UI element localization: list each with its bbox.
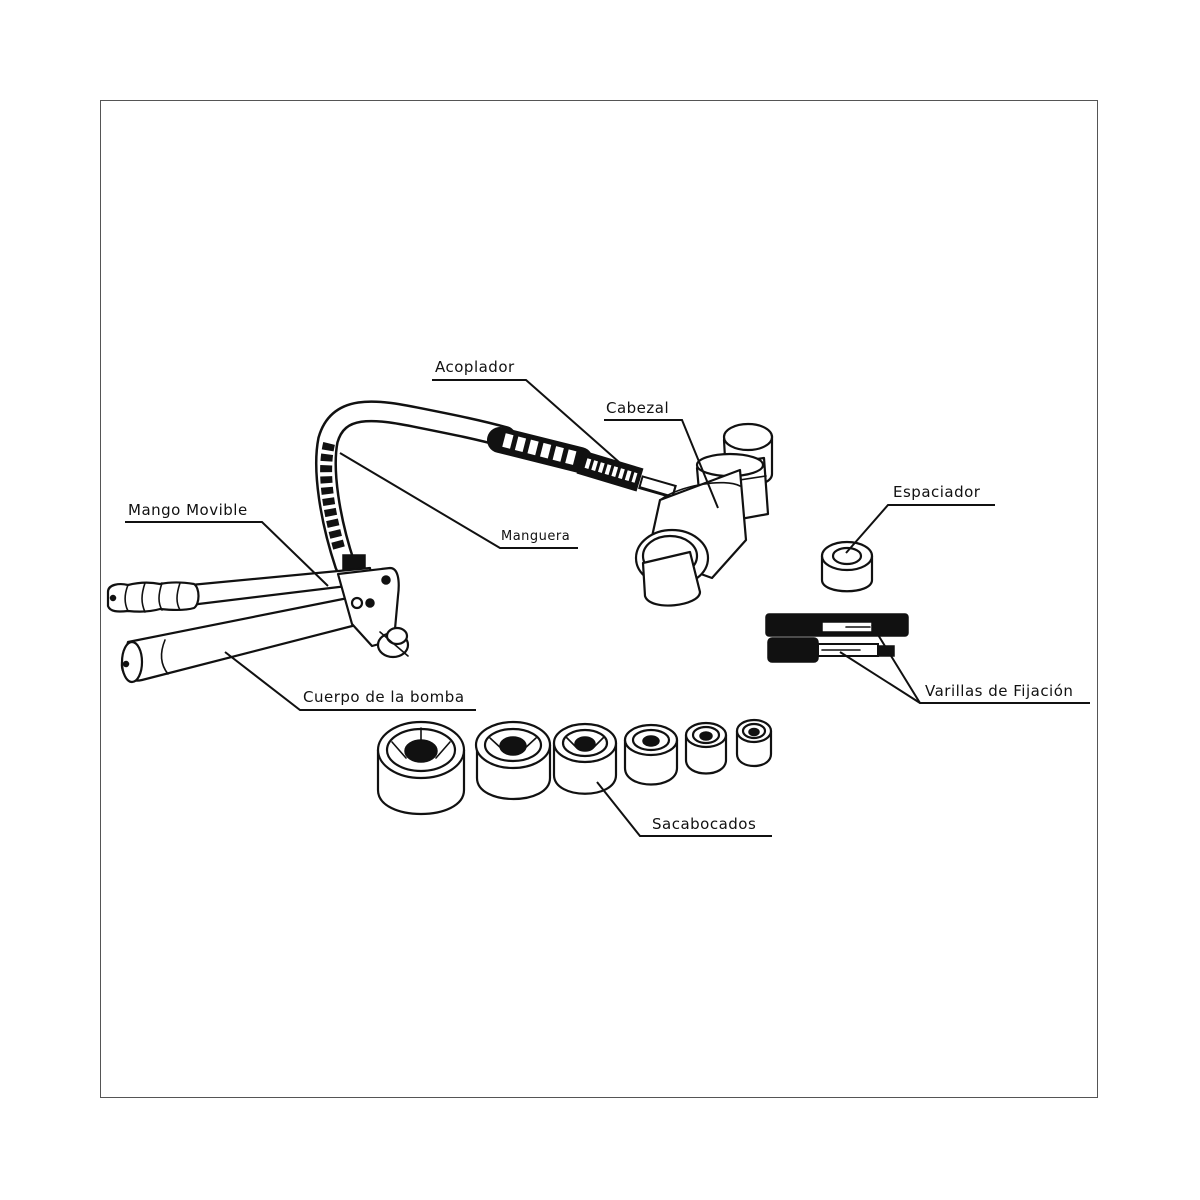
- leader-cabezal: [604, 419, 719, 509]
- label-manguera: Manguera: [501, 529, 571, 544]
- leader-acoplador: [432, 379, 629, 471]
- leader-cuerpo-bomba: [224, 651, 476, 711]
- label-cabezal: Cabezal: [606, 399, 670, 417]
- label-sacabocados: Sacabocados: [652, 815, 757, 833]
- label-varillas: Varillas de Fijación: [925, 682, 1074, 700]
- diagram-frame: [100, 100, 1098, 1098]
- label-espaciador: Espaciador: [893, 483, 981, 501]
- label-cuerpo-bomba: Cuerpo de la bomba: [303, 688, 465, 706]
- punch-set: [376, 718, 773, 815]
- punch-5: [684, 721, 728, 775]
- leader-lines: [125, 379, 1090, 837]
- label-acoplador: Acoplador: [435, 358, 515, 376]
- punch-4: [623, 723, 679, 786]
- leader-manguera: [339, 452, 578, 549]
- leader-espaciador: [845, 504, 995, 554]
- label-mango-movible: Mango Movible: [128, 501, 248, 519]
- pump-assembly: [106, 566, 410, 684]
- leader-varillas: [839, 624, 1090, 704]
- draw-studs: [765, 613, 909, 663]
- spacer: [820, 540, 874, 593]
- punch-2: [474, 720, 552, 801]
- punch-head: [634, 422, 774, 607]
- coupler: [487, 427, 677, 499]
- punch-1: [376, 720, 466, 815]
- punch-6: [735, 718, 773, 767]
- leader-sacabocados: [596, 781, 772, 837]
- leader-mango-movible: [125, 521, 329, 587]
- punch-3: [552, 722, 618, 795]
- hose: [315, 400, 516, 582]
